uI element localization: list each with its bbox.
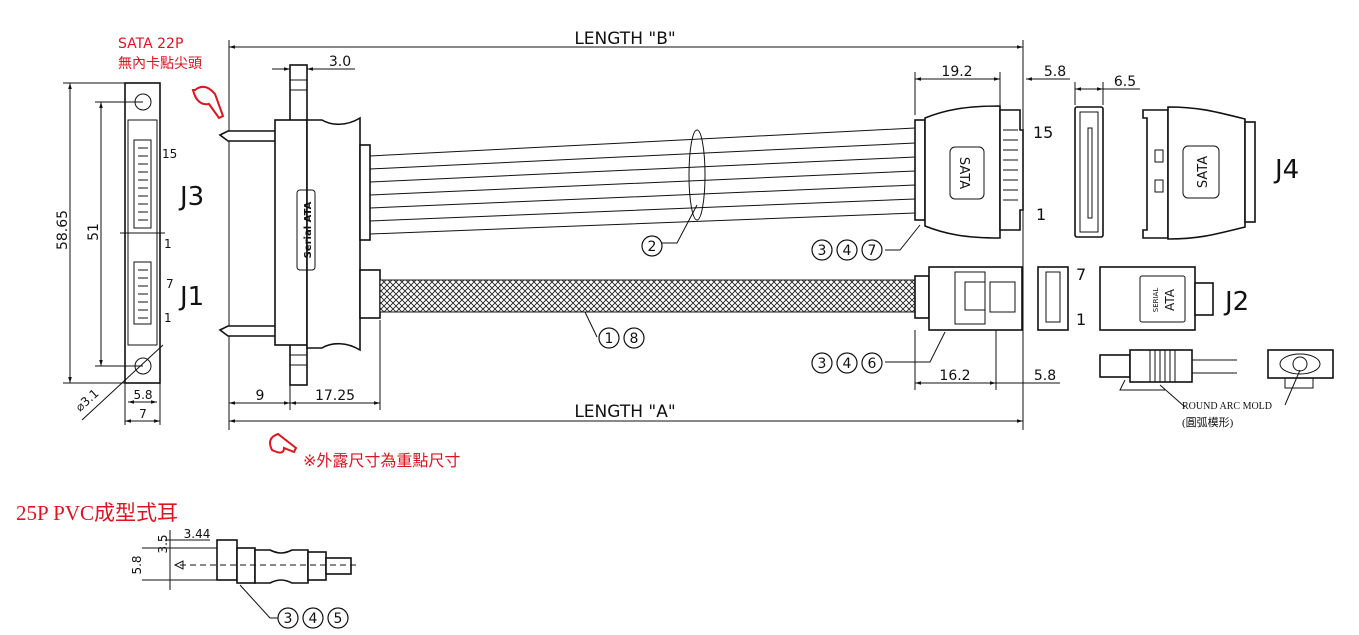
svg-text:SERIAL: SERIAL	[1152, 288, 1160, 313]
svg-text:4: 4	[843, 356, 852, 372]
svg-text:SATA: SATA	[1196, 156, 1211, 188]
svg-text:ATA: ATA	[1163, 288, 1177, 311]
svg-text:8: 8	[630, 331, 639, 347]
label-j1: J1	[178, 282, 204, 312]
dimension-6-5: 6.5	[1074, 74, 1140, 105]
pointing-hand-icon	[191, 85, 225, 120]
svg-text:3.5: 3.5	[156, 534, 170, 553]
round-arc-mold-view: ROUND ARC MOLD (圓弧模形)	[1099, 349, 1334, 429]
j4-connector-back: SATA	[1142, 106, 1256, 240]
pin-label: 7	[166, 277, 174, 291]
balloon-group-18: 1 8	[584, 311, 645, 349]
svg-text:17.25: 17.25	[315, 388, 355, 404]
pin-label: 1	[164, 237, 172, 251]
pin-label: 7	[1076, 265, 1086, 284]
pin-label: 1	[1076, 310, 1086, 329]
svg-text:LENGTH "B": LENGTH "B"	[574, 29, 675, 49]
braided-round-cable	[379, 279, 916, 313]
svg-text:4: 4	[309, 611, 318, 627]
svg-text:6.5: 6.5	[1114, 74, 1136, 90]
pin-label: 1	[164, 311, 172, 325]
svg-text:5.8: 5.8	[1044, 64, 1066, 80]
svg-text:5.8: 5.8	[130, 555, 144, 574]
svg-text:9: 9	[256, 388, 265, 404]
svg-text:5.8: 5.8	[133, 388, 152, 402]
svg-text:3.0: 3.0	[329, 54, 351, 70]
svg-text:1: 1	[605, 331, 614, 347]
svg-text:3.44: 3.44	[184, 527, 211, 541]
note-pvc-ear: 25P PVC成型式耳	[16, 501, 178, 525]
svg-text:51: 51	[86, 223, 102, 241]
svg-text:(圓弧模形): (圓弧模形)	[1182, 415, 1234, 429]
svg-text:2: 2	[648, 239, 657, 255]
svg-text:4: 4	[843, 243, 852, 259]
svg-text:SATA: SATA	[956, 157, 971, 189]
dimension-58-65: 58.65	[55, 82, 125, 384]
pvc-ear-detail: 3.44 3.5 5.8 3 4 5	[130, 527, 360, 629]
note-no-latch: 無內卡點尖頭	[118, 56, 202, 72]
pin-label: 15	[162, 147, 177, 161]
j2-connector-back: SERIAL ATA	[1099, 266, 1214, 331]
svg-text:LENGTH "A": LENGTH "A"	[574, 402, 675, 422]
svg-text:⌀3.1: ⌀3.1	[73, 386, 102, 414]
pin-label: 15	[1033, 123, 1053, 142]
svg-text:7: 7	[139, 407, 147, 421]
svg-text:5.8: 5.8	[1034, 368, 1056, 384]
dimension-length-a: LENGTH "A"	[229, 402, 1023, 423]
label-j4: J4	[1273, 155, 1299, 185]
svg-text:3: 3	[284, 611, 293, 627]
dimension-5-8-left: 5.8 7	[124, 383, 161, 425]
svg-text:3: 3	[818, 243, 827, 259]
svg-text:58.65: 58.65	[55, 210, 71, 250]
svg-text:3: 3	[818, 356, 827, 372]
balloon-group-346: 3 4 6	[811, 331, 946, 374]
flat-cable	[369, 127, 916, 235]
j3-j1-end-view	[120, 82, 165, 384]
balloon-group-347: 3 4 7	[811, 224, 921, 261]
svg-text:Serial ATA: Serial ATA	[303, 201, 314, 258]
dimension-16-2: 16.2 5.8	[914, 330, 1060, 390]
svg-text:7: 7	[868, 243, 877, 259]
svg-text:6: 6	[868, 356, 877, 372]
svg-text:ROUND ARC MOLD: ROUND ARC MOLD	[1182, 401, 1272, 412]
d-sub-connector-body: Serial ATA	[218, 64, 381, 386]
svg-text:19.2: 19.2	[941, 64, 972, 80]
svg-text:5: 5	[334, 611, 343, 627]
dimension-length-b: LENGTH "B"	[228, 29, 1024, 430]
j2-connector-side	[914, 266, 1023, 331]
pointing-hand-icon	[269, 432, 298, 454]
j4-connector-side: SATA	[914, 105, 1024, 239]
dimension-3-0: 3.0	[272, 54, 355, 71]
label-j2: J2	[1223, 287, 1249, 317]
note-exposed-dims: ※外露尺寸為重點尺寸	[303, 451, 460, 470]
label-j3: J3	[178, 182, 204, 212]
j4-connector-face	[1074, 106, 1104, 238]
dimension-9-17-25: 9 17.25	[229, 320, 381, 410]
j2-connector-face	[1037, 266, 1069, 331]
dimension-51: 51	[86, 101, 143, 367]
balloon-group-2: 2	[641, 204, 698, 257]
note-sata22p: SATA 22P	[118, 36, 183, 52]
dimension-19-2: 19.2 5.8	[914, 64, 1070, 115]
svg-text:16.2: 16.2	[939, 368, 970, 384]
pin-label: 1	[1036, 205, 1046, 224]
